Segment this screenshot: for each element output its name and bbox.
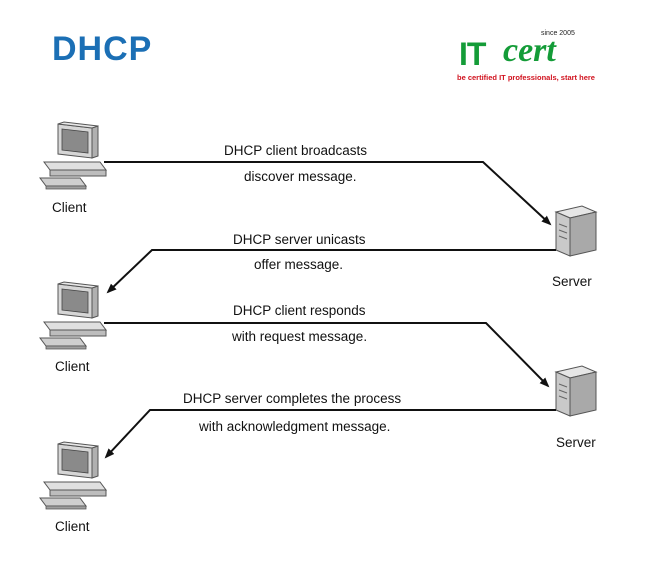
- server-icon: [555, 365, 597, 417]
- offer-arrow: [106, 249, 556, 294]
- server-icon: [555, 205, 597, 257]
- server-label: Server: [556, 435, 596, 450]
- logo-brand-it: IT: [459, 36, 486, 72]
- page-title: DHCP: [52, 30, 153, 68]
- message-line: discover message.: [244, 169, 357, 184]
- client-computer-icon: [39, 281, 107, 350]
- discover-arrow: [104, 161, 552, 226]
- client-label: Client: [55, 519, 90, 534]
- logo-brand-cert: cert: [503, 32, 556, 69]
- server-label: Server: [552, 274, 592, 289]
- message-line: DHCP client broadcasts: [224, 143, 367, 158]
- message-line: with request message.: [231, 329, 367, 344]
- message-line: with acknowledgment message.: [198, 419, 390, 434]
- request-arrow: [104, 322, 550, 388]
- acknowledgment-arrow: [104, 409, 556, 459]
- message-line: DHCP client responds: [233, 303, 366, 318]
- client-computer-icon: [39, 441, 107, 510]
- client-computer-icon: [39, 121, 107, 190]
- message-line: offer message.: [254, 257, 343, 272]
- message-line: DHCP server unicasts: [233, 232, 366, 247]
- client-label: Client: [52, 200, 87, 215]
- logo-since: since 2005: [541, 30, 575, 37]
- itcert-logo: since 2005 IT cert be certified IT profe…: [455, 30, 605, 85]
- client-label: Client: [55, 359, 90, 374]
- message-line: DHCP server completes the process: [183, 391, 401, 406]
- logo-tagline: be certified IT professionals, start her…: [457, 73, 595, 82]
